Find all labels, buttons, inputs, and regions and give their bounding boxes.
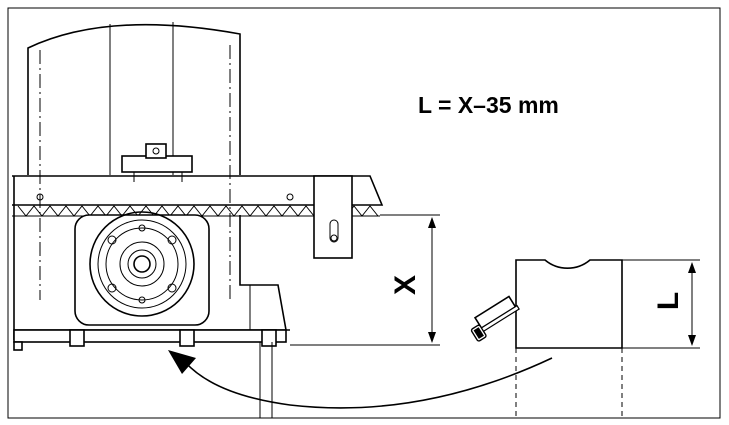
- frame-border: [7, 7, 721, 419]
- formula-text: L = X–35 mm: [418, 92, 559, 118]
- hacksaw-icon: [470, 295, 520, 342]
- motor-body: [13, 176, 290, 418]
- support-bracket: [515, 259, 623, 418]
- dimension-l: [622, 259, 700, 349]
- dimension-x-label: X: [389, 274, 423, 296]
- pinion-gear: [74, 211, 210, 326]
- rack-bracket: [313, 175, 353, 259]
- motor-cover: [27, 22, 241, 300]
- curved-arrow-icon: [168, 350, 553, 409]
- release-lever: [121, 143, 193, 182]
- dimension-l-label: L: [652, 291, 686, 311]
- dimension-x: [290, 214, 440, 346]
